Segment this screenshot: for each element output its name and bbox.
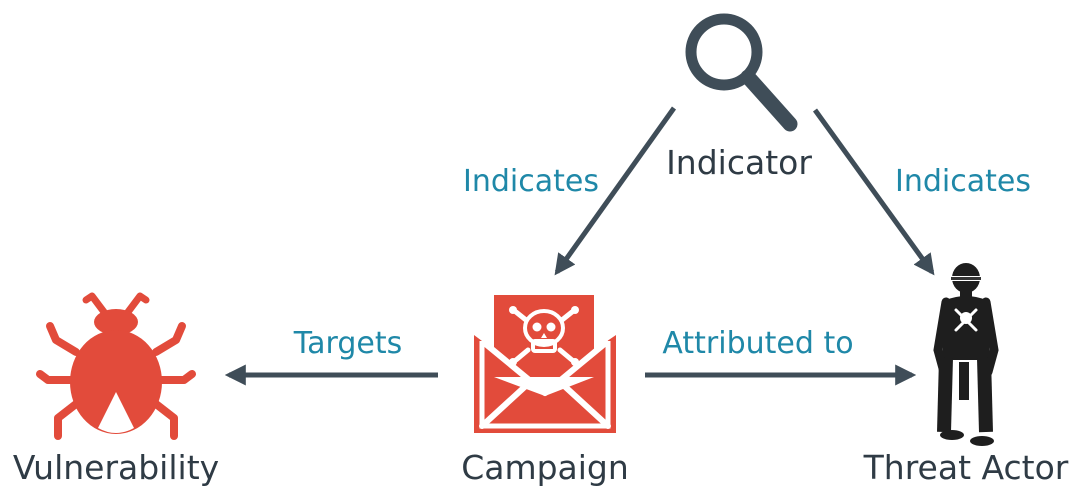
magnifier-icon <box>685 13 798 132</box>
arrow-indicator-to-campaign <box>554 106 677 276</box>
edge-label-targets: Targets <box>293 326 402 361</box>
edge-label-indicates-right: Indicates <box>895 164 1031 199</box>
edge-label-indicates-left: Indicates <box>463 164 599 199</box>
bug-icon <box>36 292 196 440</box>
threat-actor-label: Threat Actor <box>863 448 1069 487</box>
campaign-label: Campaign <box>461 448 629 487</box>
vulnerability-label: Vulnerability <box>13 448 219 487</box>
arrow-indicator-to-threat-actor <box>812 108 935 276</box>
indicator-label: Indicator <box>666 143 812 182</box>
skull-envelope-icon <box>474 295 616 433</box>
edge-label-attributed-to: Attributed to <box>662 326 853 361</box>
masked-person-icon <box>933 263 999 446</box>
